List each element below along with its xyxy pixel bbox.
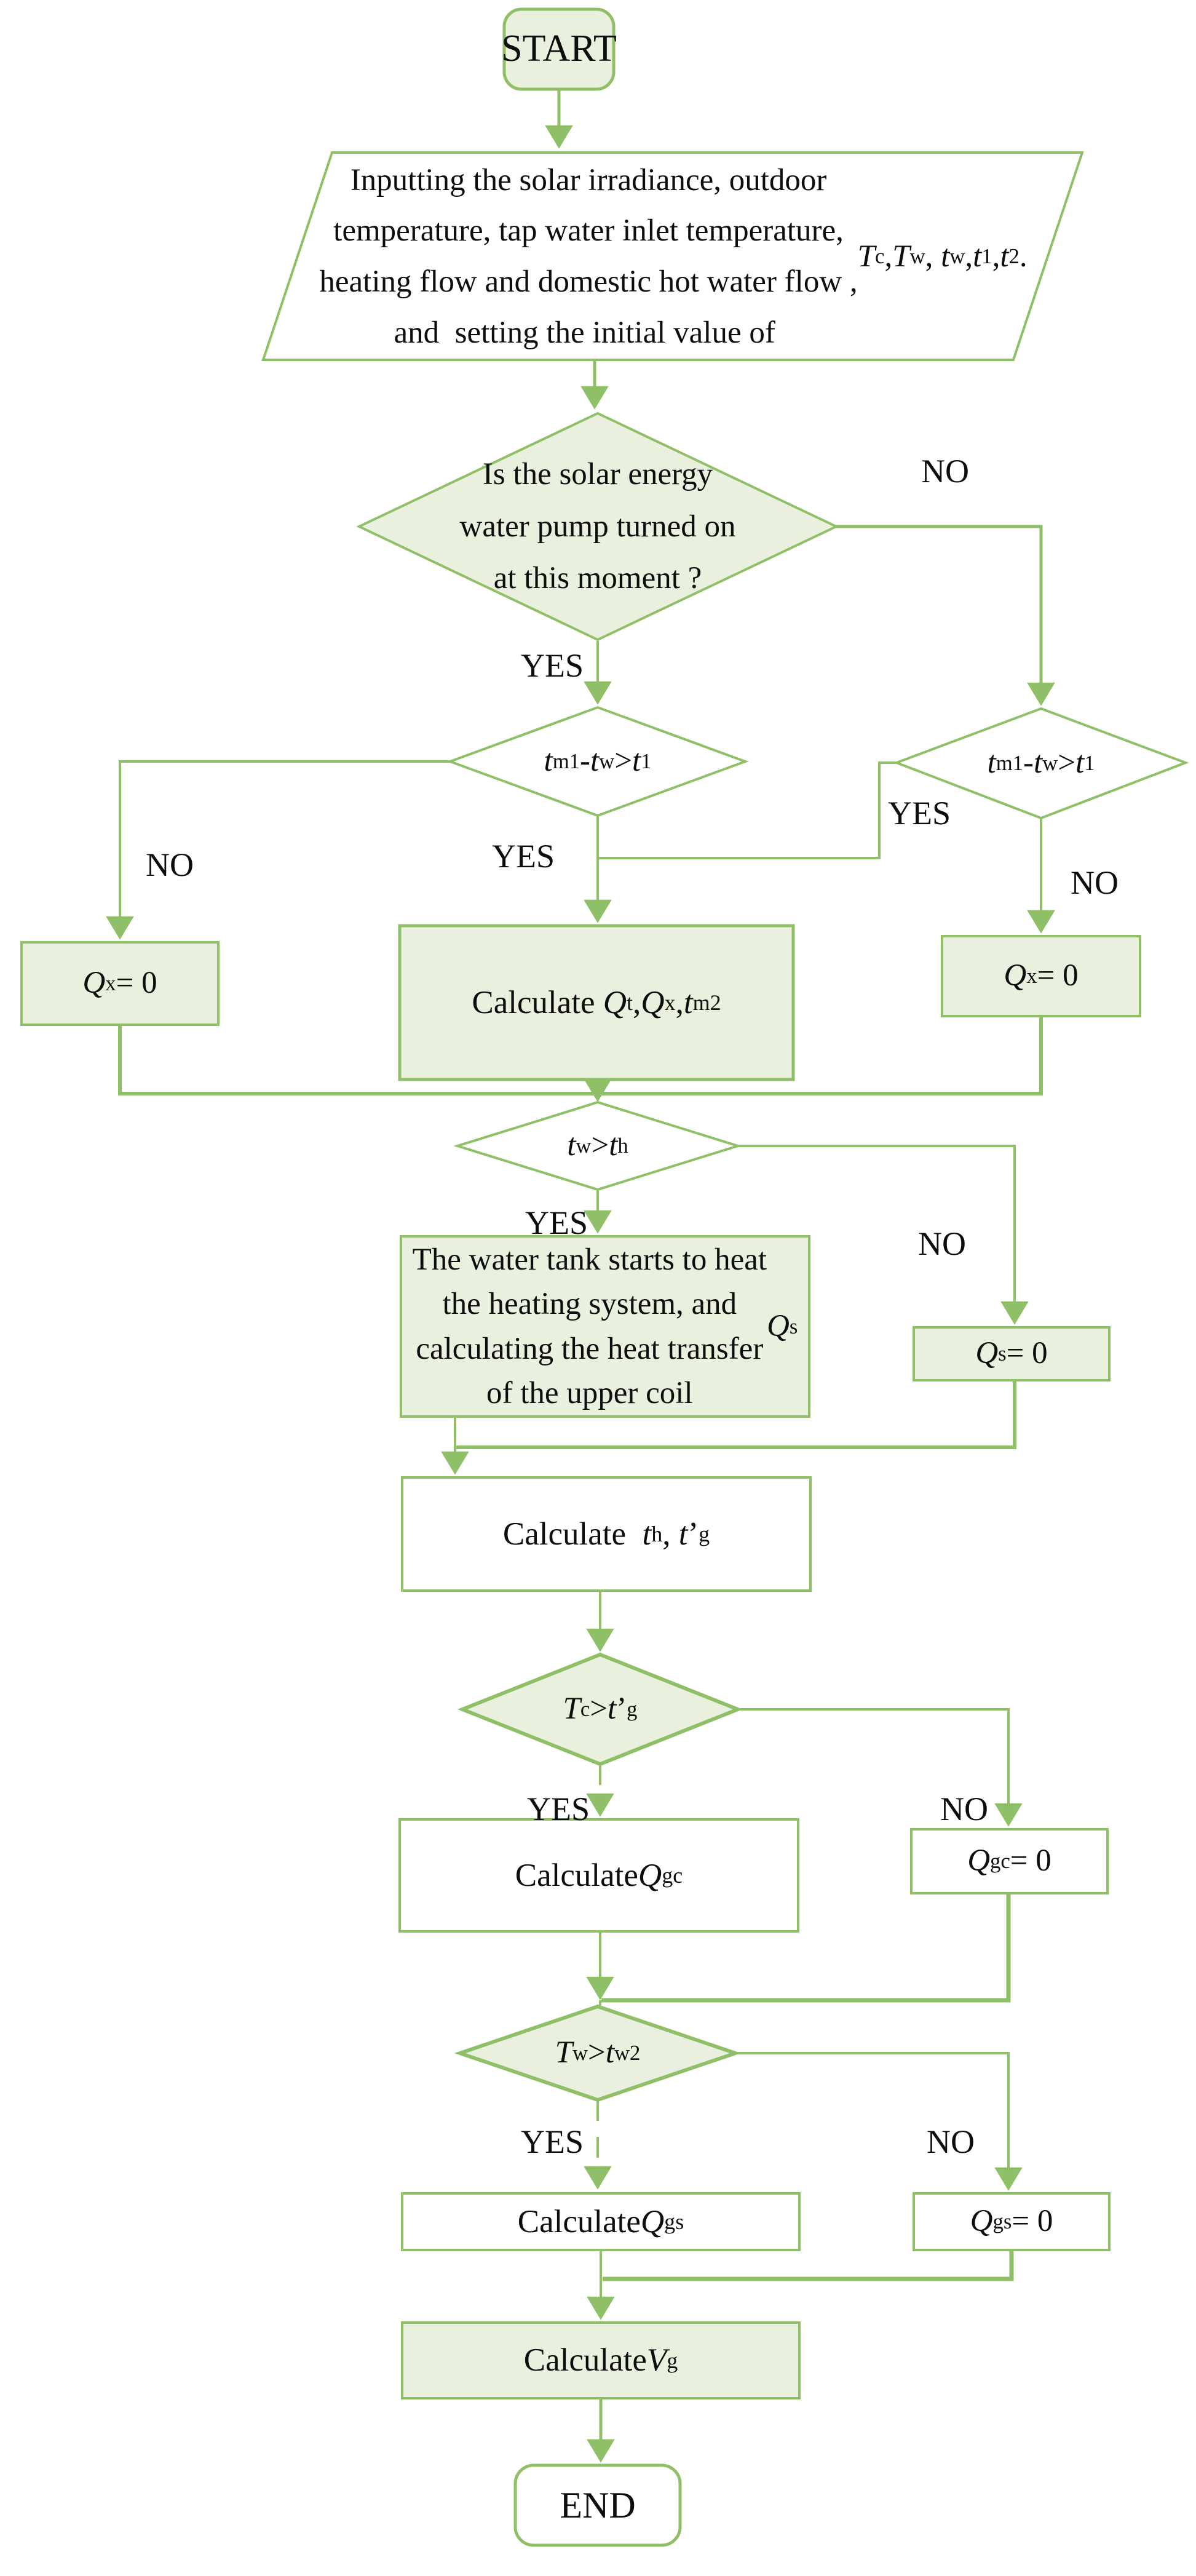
qgs-zero-shape	[913, 2192, 1111, 2251]
tctg-decision-shape	[457, 1652, 743, 1767]
pump-yes-label: YES	[520, 647, 584, 684]
start-node-label: START	[501, 28, 617, 70]
twtw2-decision-shape	[454, 2004, 742, 2102]
dtleft-yes-label: YES	[491, 838, 555, 875]
dtright-yes-label: YES	[887, 795, 951, 832]
pump-no-label: NO	[921, 453, 969, 490]
dt-right-decision-shape	[893, 707, 1189, 820]
edge-dtright-yes	[598, 761, 897, 859]
tank-heat-shape	[400, 1235, 810, 1418]
dt-left-decision-shape	[446, 706, 749, 817]
edge-dtleft-no	[106, 760, 450, 940]
edge-tctg-no	[738, 1708, 1023, 1827]
calc-th-shape	[401, 1476, 812, 1592]
start-node-shape	[502, 7, 616, 91]
calc-qt-shape	[398, 924, 795, 1081]
edge-qgszero-merge	[603, 2250, 1014, 2281]
pump-decision-shape	[356, 411, 839, 642]
calc-th-label: Calculate t h , t’ g	[502, 1516, 710, 1552]
twth-no-label: NO	[918, 1225, 966, 1262]
end-node-shape	[513, 2463, 682, 2547]
dtright-no-label: NO	[1071, 864, 1119, 901]
edge-qszero-merge	[456, 1380, 1016, 1449]
twtw2-yes-label: YES	[520, 2123, 584, 2160]
twth-decision-shape	[453, 1100, 742, 1191]
edge-twth-no	[738, 1145, 1029, 1325]
calc-vg-shape	[401, 2321, 801, 2399]
twtw2-no-label: NO	[927, 2123, 975, 2160]
edge-pump-no	[836, 525, 1055, 706]
dtleft-no-label: NO	[146, 846, 194, 883]
qgc-zero-shape	[910, 1828, 1109, 1894]
input-parallelogram-shape	[261, 151, 1084, 361]
tctg-no-label: NO	[940, 1791, 988, 1827]
edge-qxright-merge	[600, 1016, 1043, 1095]
edge-qxleft-merge	[118, 1025, 595, 1095]
qs-zero-shape	[913, 1326, 1111, 1381]
calc-qgs-shape	[401, 2192, 801, 2251]
tctg-yes-label: YES	[526, 1791, 590, 1827]
calc-qgc-shape	[398, 1818, 799, 1933]
qx-zero-right-shape	[941, 935, 1141, 1017]
edge-twtw2-no	[735, 2052, 1023, 2191]
qx-zero-left-shape	[20, 941, 220, 1026]
edge-qgczero-merge	[601, 1893, 1011, 2003]
twth-yes-label: YES	[525, 1204, 588, 1241]
end-node-label: END	[560, 2485, 636, 2526]
